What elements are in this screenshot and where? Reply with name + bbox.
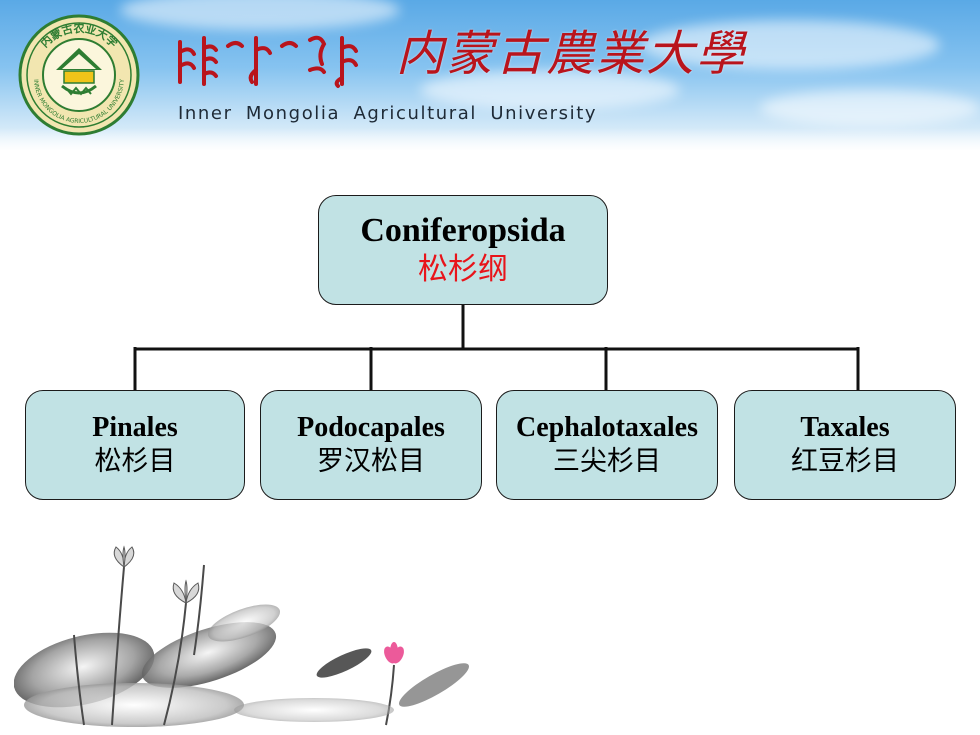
university-seal-icon: 内蒙古农业大学 INNER MONGOLIA AGRICULTURAL UNIV…	[18, 14, 140, 136]
root-node-chinese: 松杉纲	[418, 252, 508, 287]
child-node-name: Cephalotaxales	[516, 412, 698, 443]
mongolian-script-title	[178, 35, 358, 88]
cloud-decoration	[760, 90, 980, 126]
child-node-chinese: 松杉目	[94, 446, 176, 477]
child-node-cephalotaxales: Cephalotaxales 三尖杉目	[496, 390, 718, 500]
cloud-decoration	[640, 20, 940, 70]
child-node-name: Podocapales	[297, 412, 445, 443]
university-chinese-title: 内蒙古農業大學	[396, 26, 747, 82]
cloud-decoration	[420, 70, 680, 110]
banner-fade	[0, 128, 980, 150]
child-node-taxales: Taxales 红豆杉目	[734, 390, 956, 500]
child-node-name: Taxales	[800, 412, 890, 443]
child-node-chinese: 红豆杉目	[791, 446, 899, 477]
university-english-title: Inner Mongolia Agricultural University	[178, 103, 598, 124]
child-node-name: Pinales	[92, 412, 178, 443]
child-node-podocapales: Podocapales 罗汉松目	[260, 390, 482, 500]
root-node-name: Coniferopsida	[360, 212, 566, 249]
lotus-ink-painting-icon	[14, 545, 469, 727]
header-banner: 内蒙古农业大学 INNER MONGOLIA AGRICULTURAL UNIV…	[0, 0, 980, 150]
child-node-chinese: 罗汉松目	[317, 446, 425, 477]
root-node-coniferopsida: Coniferopsida 松杉纲	[318, 195, 608, 305]
child-node-chinese: 三尖杉目	[553, 446, 661, 477]
cloud-decoration	[120, 0, 400, 30]
child-node-pinales: Pinales 松杉目	[25, 390, 245, 500]
